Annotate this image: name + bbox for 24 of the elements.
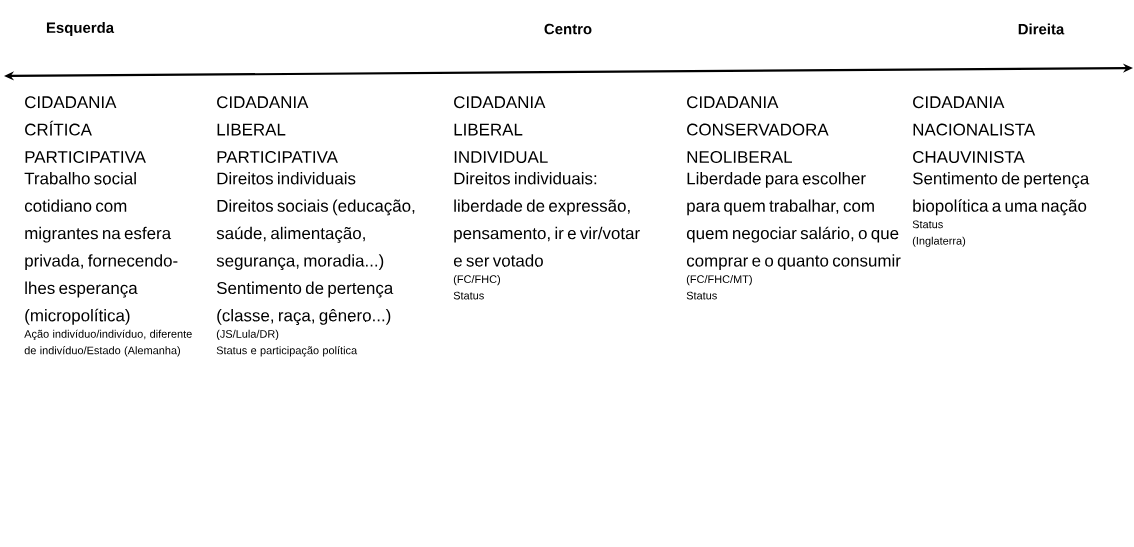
description-text: Direitos sociais (educação, saúde, alimentação, segurança, moradia...) [216,199,415,271]
description-text: Sentimento de pertença (classe, raça, gênero...) [216,281,394,325]
column-heading: CIDADANIA CONSERVADORA NEOLIBERAL [687,96,829,163]
note-text: Ação indivíduo/indivíduo, diferente de indivíduo/Estado (Alemanha) [24,329,192,357]
description-text: Direitos individuais: liberdade de expressão, pensamento, ir e vir/votar e ser votado [453,172,640,267]
axis-label: Esquerda [46,22,115,36]
column-heading: CIDADANIA LIBERAL PARTICIPATIVA [217,96,338,163]
axis-label: Centro [544,23,592,35]
note-text: (FC/FHC/MT) [686,275,752,286]
description-text: Trabalho social cotidiano com migrantes na esfera privada, fornecendo-lhes esperança (micropolítica) [24,172,178,325]
note-text: Status [686,291,717,300]
note-text: (JS/Lula/DR) [216,329,279,340]
note-text: Status e participação política [216,346,358,357]
note-text: (FC/FHC) [453,275,500,286]
column-heading: CIDADANIA CRÍTICA PARTICIPATIVA [25,96,146,163]
description-text: Direitos individuais [217,172,356,185]
axis-label: Direita [1018,23,1065,35]
note-text: Status [453,291,484,300]
note-text: Status [912,220,943,229]
note-text: (Inglaterra) [912,236,966,247]
column-heading: CIDADANIA NACIONALISTA CHAUVINISTA [913,96,1036,163]
column-heading: CIDADANIA LIBERAL INDIVIDUAL [454,96,548,163]
description-text: Liberdade para escolher para quem trabalhar, com quem negociar salário, o que comprar e o quanto consumir [686,172,901,270]
description-text: Sentimento de pertença biopolítica a uma nação [912,172,1090,216]
